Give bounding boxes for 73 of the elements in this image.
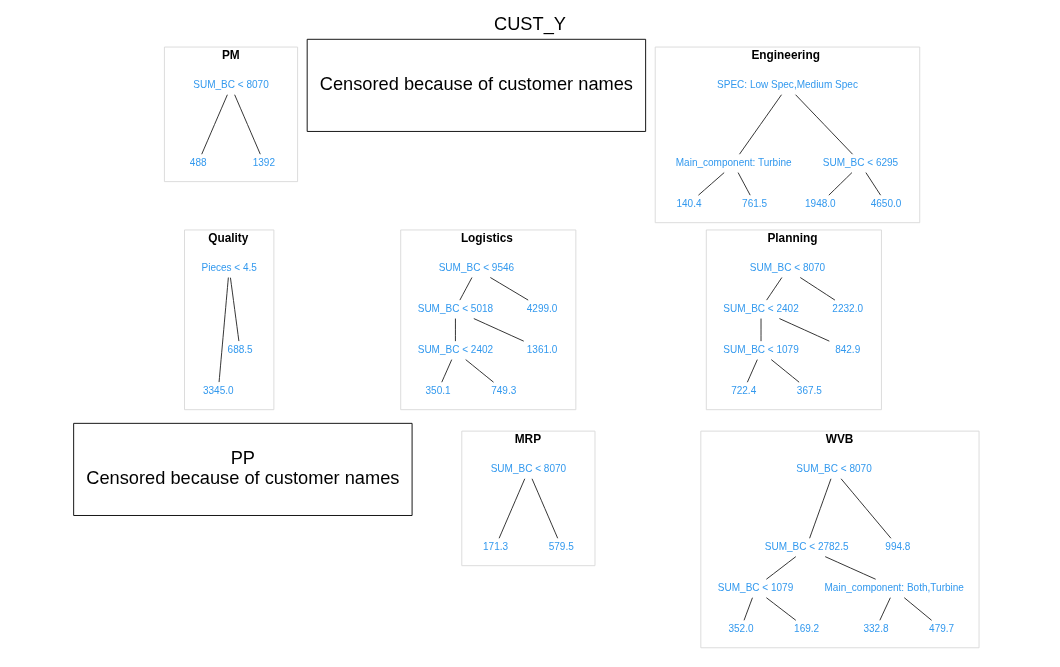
node-text: 140.4 <box>676 197 702 209</box>
connector <box>737 172 751 196</box>
connector <box>765 597 797 621</box>
connector <box>879 597 891 621</box>
node-text: 479.7 <box>929 623 955 635</box>
node-text: 761.5 <box>742 197 768 209</box>
connector <box>739 94 782 155</box>
node-text: 1392 <box>252 156 275 168</box>
node-text: 171.3 <box>483 540 509 552</box>
node-text: 169.2 <box>794 623 820 635</box>
node-text: 350.1 <box>425 384 451 396</box>
node-text: 749.3 <box>491 384 517 396</box>
connector <box>473 318 525 342</box>
connector <box>809 478 832 539</box>
connector <box>201 94 228 155</box>
node-text: 332.8 <box>863 623 889 635</box>
node-text: 842.9 <box>835 343 861 355</box>
connector <box>865 172 882 196</box>
node-text: SUM_BC < 8070 <box>796 462 872 474</box>
node-text: 352.0 <box>728 623 754 635</box>
connector <box>770 359 800 383</box>
node-text: 488 <box>189 156 207 168</box>
node-box: PP Censored because of customer names <box>73 422 413 516</box>
node-text: SUM_BC < 9546 <box>438 261 515 273</box>
node-text: SUM_BC < 8070 <box>749 261 826 273</box>
connector <box>531 478 559 539</box>
connector <box>498 478 526 539</box>
node-text: 722.4 <box>731 384 757 396</box>
node-text: SUM_BC < 8070 <box>193 78 269 90</box>
connector <box>489 277 529 301</box>
node-text: SUM_BC < 2782.5 <box>764 540 849 552</box>
node-text: 1361.0 <box>526 343 558 355</box>
connector <box>459 277 473 301</box>
connector <box>824 556 877 580</box>
node-text: SPEC: Low Spec,Medium Spec <box>717 78 858 90</box>
node-text: SUM_BC < 1079 <box>723 343 799 355</box>
node-text: 2232.0 <box>832 302 864 314</box>
node-text: Pieces < 4.5 <box>201 261 257 273</box>
connector <box>828 172 853 196</box>
connector <box>218 277 229 383</box>
node-text: SUM_BC < 5018 <box>417 302 494 314</box>
connector <box>778 318 830 342</box>
connector <box>441 359 453 383</box>
connector <box>903 597 933 621</box>
node-text: 4299.0 <box>526 302 558 314</box>
node-text: 4650.0 <box>870 197 902 209</box>
node-text: SUM_BC < 2402 <box>723 302 799 314</box>
node-box: Censored because of customer names <box>306 38 647 132</box>
node-text: SUM_BC < 8070 <box>490 462 567 474</box>
node-text: Main_component: Both,Turbine <box>824 582 964 594</box>
node-text: SUM_BC < 2402 <box>417 343 494 355</box>
connector <box>765 556 797 580</box>
connector <box>230 277 240 342</box>
node-text: Main_component: Turbine <box>675 156 792 168</box>
node-text: SUM_BC < 6295 <box>822 156 899 168</box>
node-text: 688.5 <box>227 343 253 355</box>
connector <box>743 597 753 621</box>
connector <box>799 277 836 301</box>
connector <box>697 172 725 196</box>
node-text: 579.5 <box>548 540 574 552</box>
connector <box>840 478 892 539</box>
connector <box>454 318 456 342</box>
node-text: 994.8 <box>885 540 911 552</box>
node-text: SUM_BC < 1079 <box>717 582 794 594</box>
connector <box>234 94 261 155</box>
connector <box>795 94 853 155</box>
connector <box>766 277 783 301</box>
diagram-title: CUST_Y <box>494 13 566 35</box>
connector <box>746 359 758 383</box>
connector <box>465 359 494 383</box>
node-text: 1948.0 <box>805 197 836 209</box>
node-text: 3345.0 <box>202 384 234 396</box>
node-text: 367.5 <box>796 384 822 396</box>
